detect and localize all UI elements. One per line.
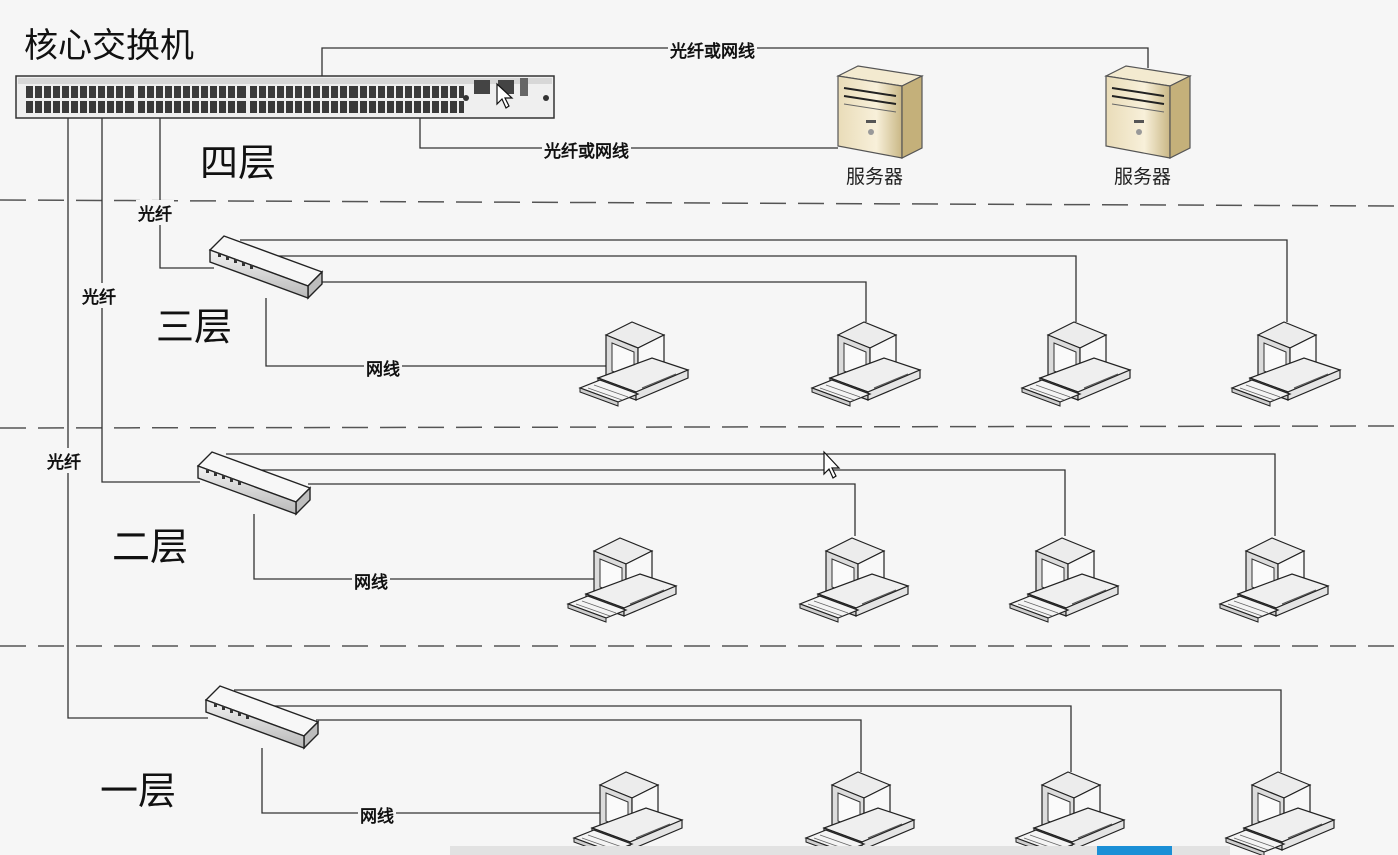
pc-icon [1231,321,1341,407]
connection-lines [67,47,1288,814]
pc-icon [811,321,921,407]
server-label: 服务器 [1114,166,1172,188]
video-progress-marker [1097,846,1172,855]
mouse-cursor-icon [823,450,841,479]
fiber-label: 光纤 [80,283,118,308]
pc-icon [1225,771,1335,855]
cable-label: 网线 [352,568,390,593]
floor3-switch [209,235,323,299]
pc-icon [1219,537,1329,623]
server-icon [1105,65,1191,159]
floor1-switch [205,685,319,749]
pc-icon [805,771,915,855]
core-switch [15,75,555,119]
pc-icon [1021,321,1131,407]
floor-label-3: 三层 [156,305,233,349]
floor-dividers [0,199,1398,647]
floor-label-1: 一层 [100,769,177,813]
server-label: 服务器 [846,166,904,188]
fiber-label: 光纤 [136,200,174,225]
pc-icon [1015,771,1125,855]
floor2-switch [197,451,311,515]
pc-icon [799,537,909,623]
video-progress-track [450,846,1230,855]
link-label-core-server-mid: 光纤或网线 [542,137,631,162]
pc-icon [567,537,677,623]
floor-label-2: 二层 [112,525,189,569]
cable-label: 网线 [364,355,402,380]
link-label-core-server-top: 光纤或网线 [668,37,757,62]
floor-label-4: 四层 [200,141,277,185]
pc-icon [579,321,689,407]
fiber-label: 光纤 [45,448,83,473]
pc-icon [1009,537,1119,623]
cable-label: 网线 [358,802,396,827]
diagram-title: 核心交换机 [24,26,194,66]
server-icon [837,65,923,159]
